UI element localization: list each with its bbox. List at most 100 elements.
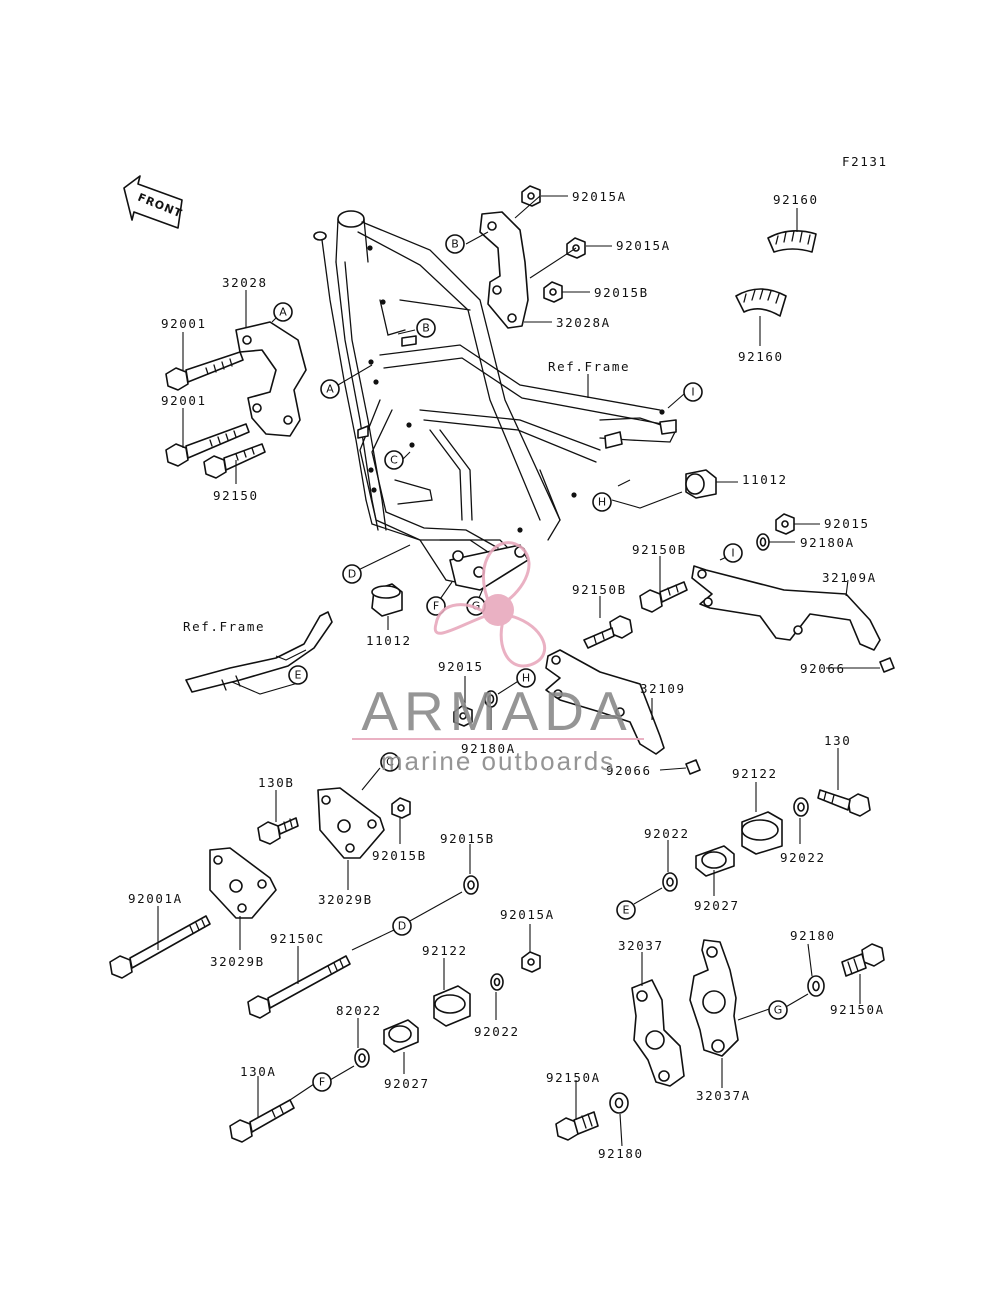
label-92001-1: 92001 [161,316,207,331]
bolt-92150a-right [841,943,885,977]
callout-i-bracket: I [731,547,734,560]
label-130a: 130A [240,1064,277,1079]
callout-f-frame: F [433,600,439,613]
bushing-11012-right [685,469,717,499]
bushing-11012-left [371,583,403,617]
ref-frame-label-lower: Ref.Frame [183,619,265,634]
label-92122-2: 92122 [422,943,468,958]
washer-92022-right [793,797,809,817]
bracket-32109a [691,565,881,651]
bolt-92150b-center [583,615,633,649]
nut-92015-center [453,705,473,727]
watermark-rule [352,738,644,740]
label-92180-1: 92180 [790,928,836,943]
bolt-92150-upper [203,443,266,479]
label-92015a-1: 92015A [572,189,627,204]
callout-e-ref: E [295,669,302,682]
watermark-brand: ARMADA [361,680,632,742]
label-92015a-2: 92015A [616,238,671,253]
label-11012-2: 11012 [366,633,412,648]
bolt-92150a-lower [555,1111,599,1141]
label-92015b-3: 92015B [440,831,495,846]
callout-a-upper: A [279,306,287,319]
callout-g-frame: G [472,600,481,613]
collar-92027-center [383,1019,419,1053]
callout-g-link: G [774,1004,783,1017]
label-92180a-1: 92180A [800,535,855,550]
callout-group: A A B B C C D D E E F F G G H H I I [273,234,788,1092]
link-32037a [689,939,739,1057]
label-32109a: 32109A [822,570,877,585]
label-32037a: 32037A [696,1088,751,1103]
callout-c-plate: C [386,756,394,769]
bolt-92150c [247,955,351,1019]
label-130: 130 [824,733,851,748]
label-32029b-1: 32029B [318,892,373,907]
callout-b-bracket: B [451,238,459,251]
nut-92015b-top [543,281,563,303]
label-32028a: 32028A [556,315,611,330]
callout-a-frame: A [326,383,334,396]
part-labels: 92015A 92015A 92015B 32028A 92160 92160 … [128,189,883,1161]
callout-e-washer: E [623,904,630,917]
propeller-hub-icon [482,594,514,626]
label-92180a-2: 92180A [461,741,516,756]
callout-i-frame: I [691,386,694,399]
label-92022-1: 92022 [780,850,826,865]
motorcycle-frame [313,210,677,591]
nut-92015a-lower [521,951,541,973]
label-92015-1: 92015 [824,516,870,531]
callout-c-frame: C [390,454,398,467]
ref-frame-label-upper: Ref.Frame [548,359,630,374]
nut-92015b-plate [391,797,411,819]
rubber-grommet-92160-lower [735,288,787,317]
label-32109: 32109 [640,681,686,696]
washer-82022 [354,1048,370,1068]
watermark-tagline: marine outboards [381,746,615,776]
bracket-32028 [235,321,307,437]
label-82022: 82022 [336,1003,382,1018]
callout-d-bolt: D [398,920,406,933]
callout-h-nut: H [522,672,530,685]
label-32037: 32037 [618,938,664,953]
washer-92022-center [662,872,678,892]
bracket-32109 [545,649,665,755]
label-92150b-1: 92150B [632,542,687,557]
label-92015-2: 92015 [438,659,484,674]
label-92160-1: 92160 [773,192,819,207]
callout-h-frame: H [598,496,606,509]
bolt-130 [817,789,871,817]
washer-92180-lower [609,1092,629,1114]
label-92066-2: 92066 [606,763,652,778]
label-92001-2: 92001 [161,393,207,408]
label-92150a-2: 92150A [546,1070,601,1085]
callout-d-frame: D [348,568,356,581]
cap-92066-right [879,657,895,673]
bushing-92122-center [433,985,471,1027]
bolt-92001-lower [165,423,250,467]
label-92027-1: 92027 [694,898,740,913]
collar-92027-right [695,845,735,877]
nut-92015a-top [521,185,541,207]
nut-92015-right [775,513,795,535]
bracket-32028a [479,211,529,329]
label-92066-1: 92066 [800,661,846,676]
washer-92022-lower [490,973,504,991]
bushing-92122-right [741,811,783,855]
front-arrow-icon: FRONT [123,175,184,229]
label-32028: 32028 [222,275,268,290]
washer-92180a-center [484,690,498,708]
label-92015b-2: 92015B [372,848,427,863]
plate-32029b-upper [317,787,385,859]
bolt-130a [229,1099,295,1143]
label-92160-2: 92160 [738,349,784,364]
figure-code: F2131 [842,154,888,169]
label-92150c: 92150C [270,931,325,946]
label-92150: 92150 [213,488,259,503]
washer-92180a-right [756,533,770,551]
plate-32029b-lower [209,847,277,919]
label-92180-2: 92180 [598,1146,644,1161]
bolt-92150b-right [639,581,688,613]
label-130b: 130B [258,775,295,790]
